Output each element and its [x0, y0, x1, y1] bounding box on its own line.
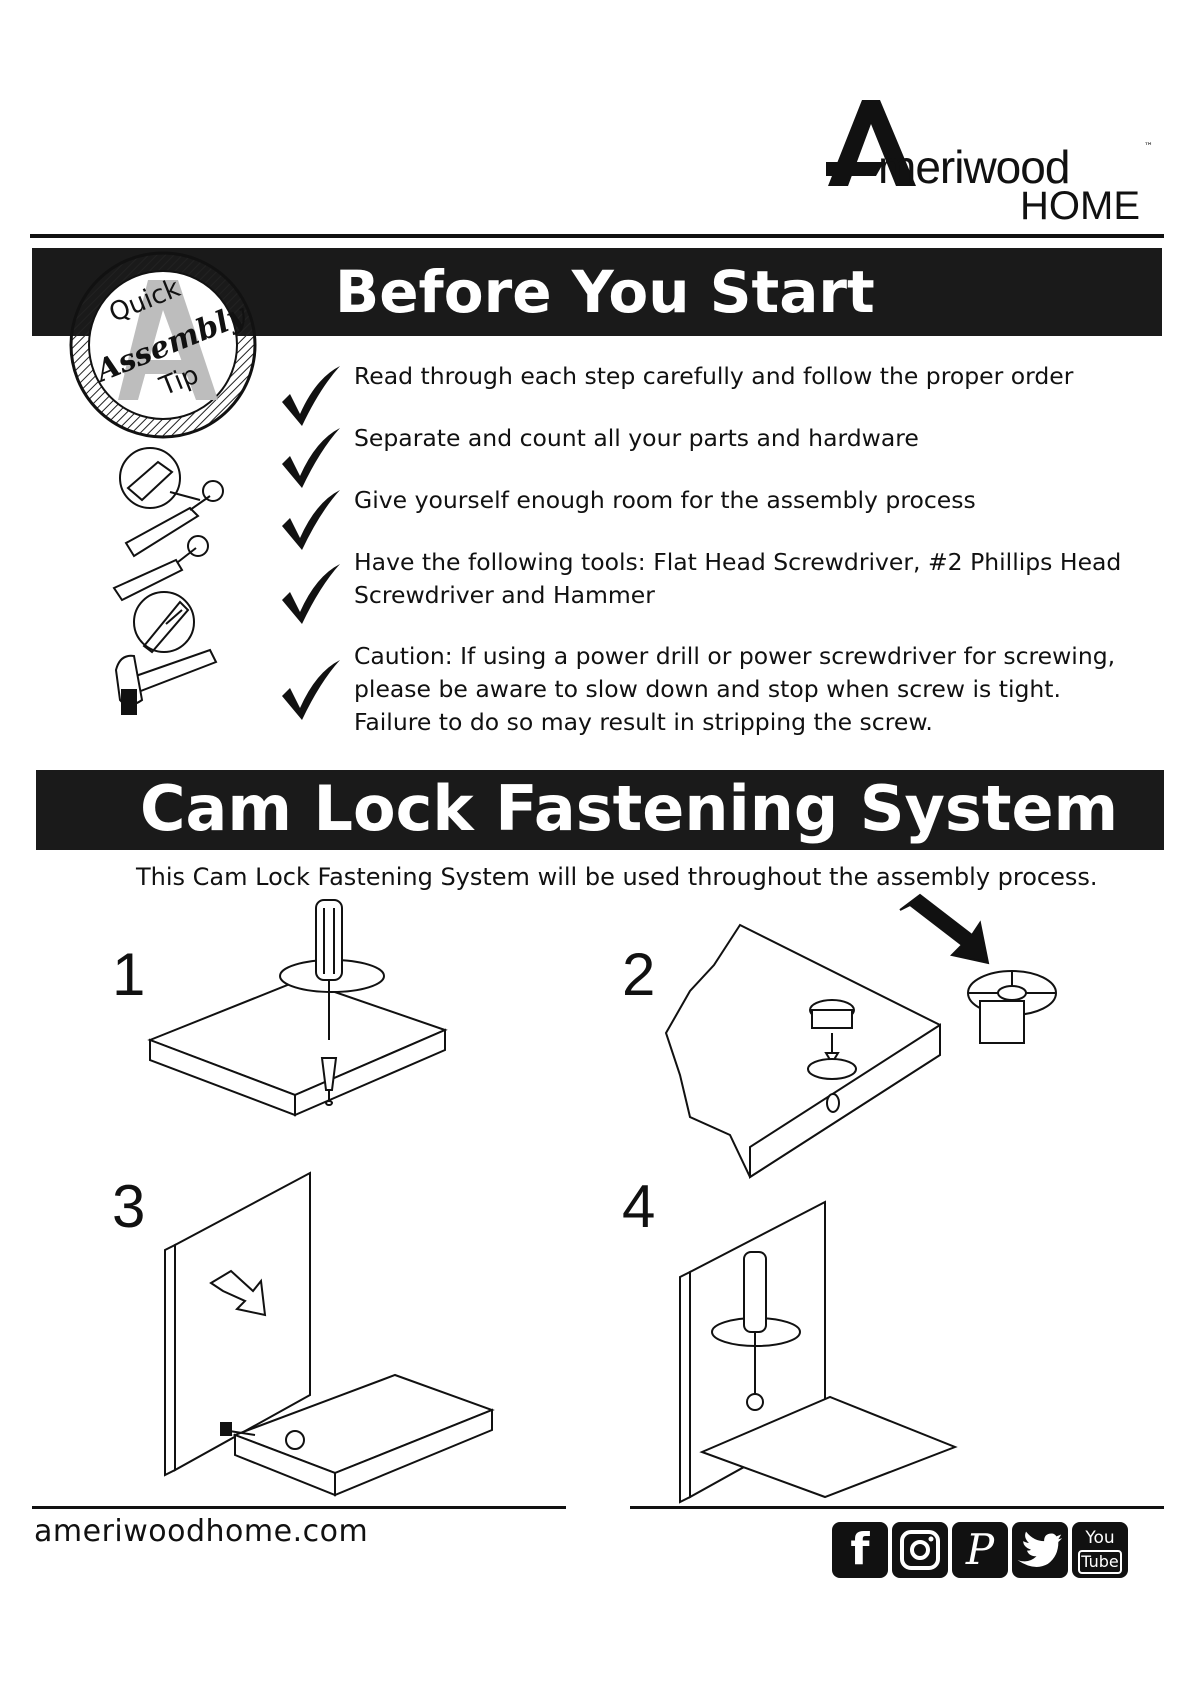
checkmark-icon: [282, 660, 340, 720]
facebook-icon[interactable]: f: [832, 1522, 888, 1578]
brand-name: meriwood: [878, 141, 1070, 193]
step-number: 2: [622, 941, 656, 1008]
before-you-start-title: Before You Start: [335, 258, 875, 326]
tip-text: Have the following tools: Flat Head Scre…: [354, 548, 1122, 576]
tools-illustration: [112, 447, 224, 715]
checkmark-icon: [282, 490, 340, 550]
flat-screwdriver-icon: [119, 447, 224, 558]
cam-lock-title: Cam Lock Fastening System: [140, 772, 1119, 845]
pinterest-icon[interactable]: P: [952, 1522, 1008, 1578]
tip-text: Read through each step carefully and fol…: [354, 362, 1074, 390]
footer-rule-right: [630, 1506, 1164, 1509]
step-4-illustration: [679, 1200, 958, 1504]
tip-text: please be aware to slow down and stop wh…: [354, 675, 1061, 703]
phillips-screwdriver-icon: [112, 535, 209, 654]
checkmark-icon: [282, 428, 340, 488]
top-rule: [30, 234, 1164, 238]
tip-text: Caution: If using a power drill or power…: [354, 642, 1116, 670]
badge-graphic: [69, 251, 257, 439]
brand-a-mark: [826, 100, 916, 186]
step-number: 1: [112, 941, 146, 1008]
website-link[interactable]: ameriwoodhome.com: [34, 1514, 369, 1549]
step-number: 4: [622, 1173, 656, 1240]
step-3-illustration: [164, 1171, 495, 1497]
tip-text: Screwdriver and Hammer: [354, 581, 655, 609]
tip-text: Separate and count all your parts and ha…: [354, 424, 919, 452]
checkmark-icon: [282, 564, 340, 624]
twitter-icon[interactable]: [1012, 1522, 1068, 1578]
quick-assembly-tip-badge: Quick Assembly Tip: [68, 250, 258, 440]
brand-trademark: ™: [1144, 142, 1153, 152]
tip-text: Failure to do so may result in stripping…: [354, 708, 933, 736]
cam-lock-subtitle: This Cam Lock Fastening System will be u…: [136, 863, 1098, 891]
instagram-icon[interactable]: [892, 1522, 948, 1578]
brand-logo: meriwood ™ HOME: [0, 0, 1191, 230]
hammer-icon: [114, 648, 218, 715]
step-2-illustration: [664, 893, 1057, 1179]
youtube-icon[interactable]: You Tube: [1072, 1522, 1128, 1578]
tip-text: Give yourself enough room for the assemb…: [354, 486, 976, 514]
step-number: 3: [112, 1173, 146, 1240]
footer-rule-left: [32, 1506, 566, 1509]
brand-home: HOME: [1020, 184, 1140, 228]
cam-lock-banner: Cam Lock Fastening System: [36, 770, 1164, 850]
step-1-illustration: [147, 899, 448, 1117]
checkmark-icon: [282, 366, 340, 426]
